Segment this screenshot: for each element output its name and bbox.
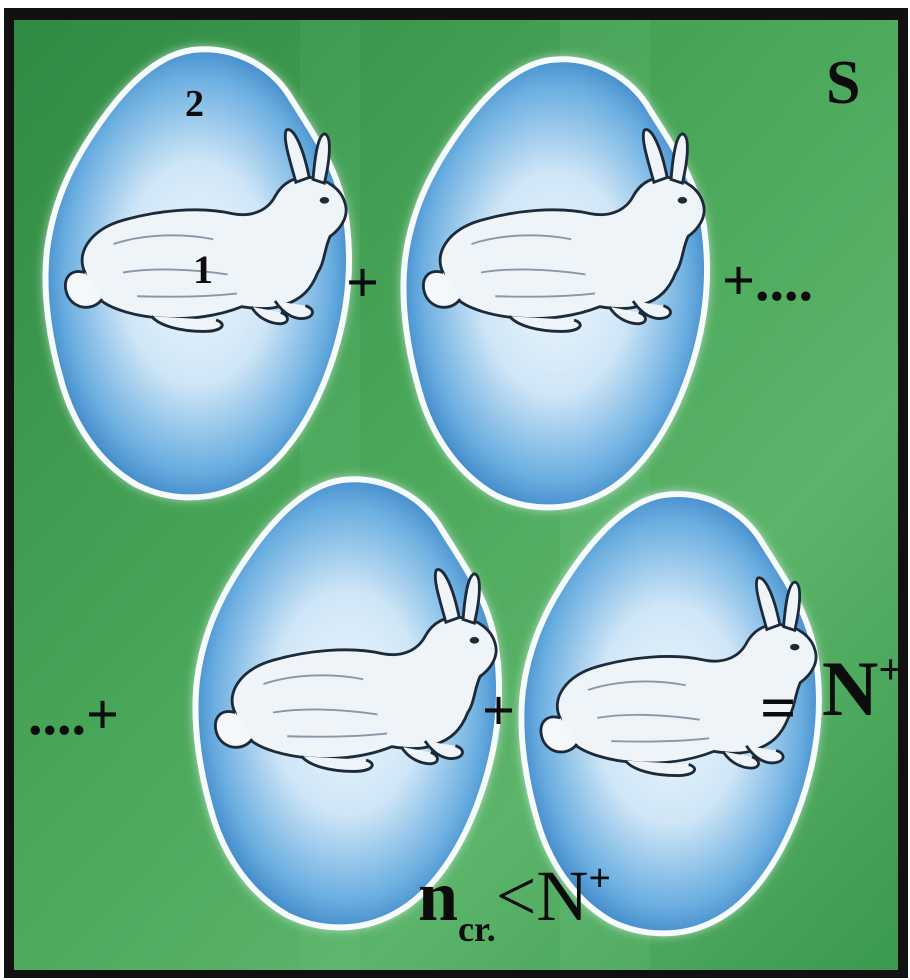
equals-sign: = bbox=[760, 676, 796, 740]
plus-dots-right: +.... bbox=[722, 252, 813, 310]
plus-sign-top: + bbox=[346, 254, 379, 312]
dots-plus-left: ....+ bbox=[28, 686, 119, 744]
core-label: 1 bbox=[193, 250, 213, 290]
inequality-base: n bbox=[418, 856, 458, 936]
inequality-label: ncr.<N+ bbox=[418, 860, 611, 941]
total-label: N+ bbox=[822, 650, 903, 728]
inequality-lt: < bbox=[496, 856, 537, 936]
inner-ring-label: 2 bbox=[185, 85, 204, 123]
total-sup: + bbox=[878, 647, 902, 694]
inequality-rhs-base: N bbox=[536, 856, 588, 936]
corner-label-s: S bbox=[826, 52, 860, 114]
plus-sign-bottom: + bbox=[482, 682, 515, 740]
inequality-sub: cr. bbox=[458, 909, 496, 949]
inequality-rhs-sup: + bbox=[588, 856, 611, 900]
total-base: N bbox=[822, 645, 878, 732]
